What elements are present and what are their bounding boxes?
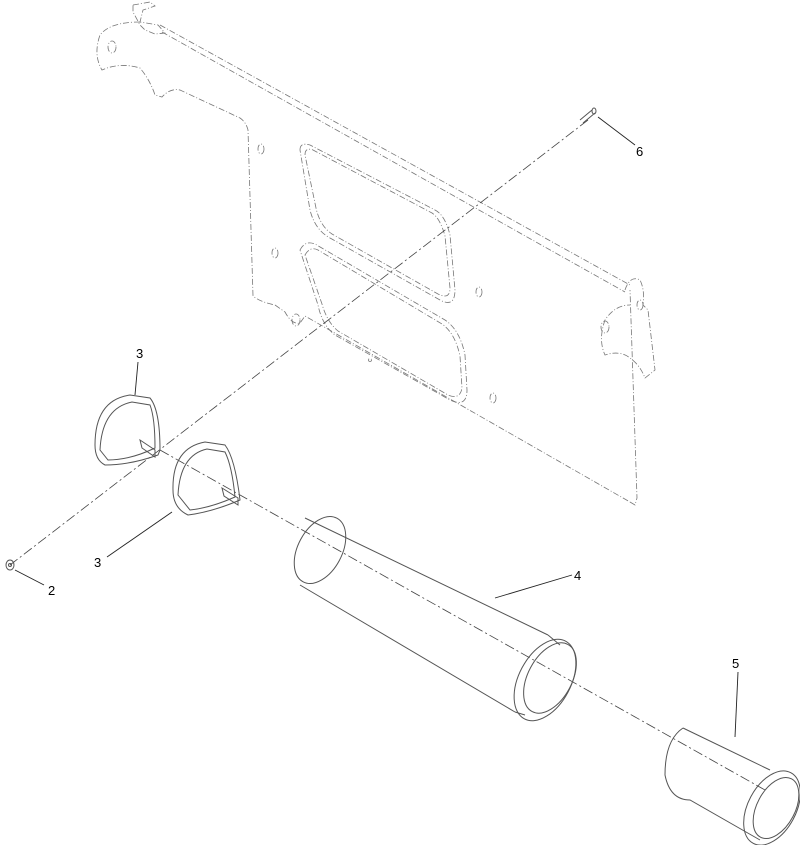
leader-3b [106, 511, 173, 558]
leader-4 [494, 574, 573, 599]
sleeve-part-5 [664, 727, 800, 845]
pin-part-6 [579, 107, 597, 124]
callout-3b: 3 [94, 555, 101, 570]
assembly-centerline [9, 119, 589, 566]
callout-6: 6 [636, 144, 643, 159]
callout-2: 2 [48, 583, 55, 598]
leader-6 [597, 116, 636, 146]
leader-3a [134, 361, 139, 396]
assembly-centerline-2 [159, 449, 766, 791]
leader-5 [734, 671, 739, 738]
clamp-part-3a [94, 394, 161, 466]
clamp-part-3b [172, 441, 241, 516]
callout-3a: 3 [136, 346, 143, 361]
tube-part-4 [293, 516, 577, 722]
rivet-part-2 [5, 559, 15, 571]
callout-4: 4 [574, 568, 581, 583]
callout-5: 5 [732, 656, 739, 671]
leader-2 [14, 569, 45, 586]
mounting-plate [96, 1, 656, 506]
